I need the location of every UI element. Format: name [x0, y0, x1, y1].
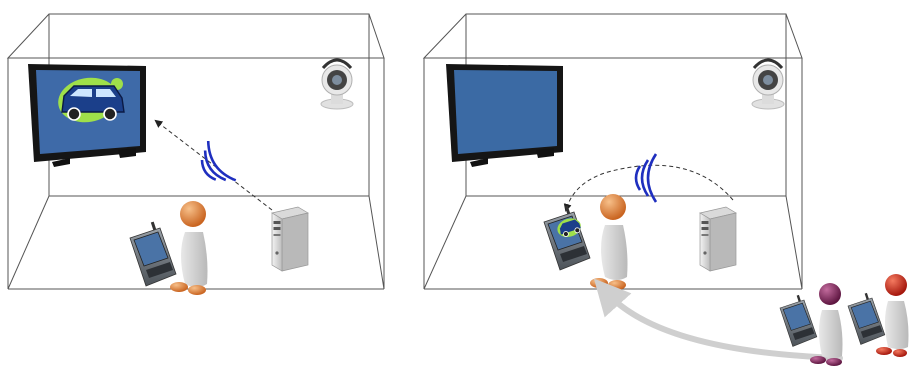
webcam-icon [752, 60, 784, 109]
wireless-signal-icon [192, 141, 236, 192]
wireless-signal-icon [636, 154, 656, 202]
pda-icon [780, 295, 817, 347]
webcam-icon [321, 60, 353, 109]
arriving-users [606, 274, 909, 366]
pda-icon [130, 222, 176, 286]
transfer-arrow [156, 121, 272, 210]
pc-tower-icon [272, 207, 308, 271]
left-room [8, 14, 384, 295]
right-room [424, 14, 802, 290]
person-icon [876, 274, 909, 357]
person-icon [590, 194, 628, 290]
tv-icon [28, 64, 146, 167]
person-icon [810, 283, 843, 366]
person-icon [170, 201, 208, 295]
pda-icon [544, 206, 590, 270]
tv-icon [446, 64, 563, 167]
pc-tower-icon [700, 207, 736, 271]
pda-icon [848, 293, 885, 345]
